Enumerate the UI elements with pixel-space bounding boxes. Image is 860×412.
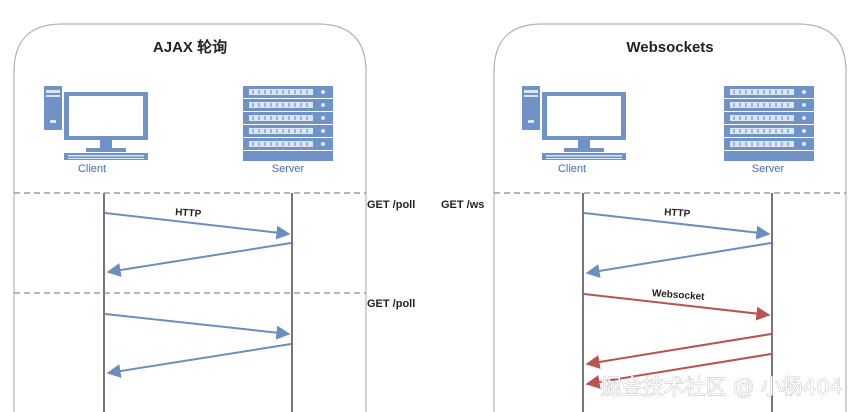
ajax-panel: AJAX 轮询 Client Server HTTP (13, 23, 367, 412)
get-ws-label: GET /ws (441, 199, 484, 211)
client-label: Client (78, 163, 106, 175)
http-response-arrow (106, 242, 292, 277)
http-message-label: HTTP (175, 207, 202, 220)
server-label: Server (272, 163, 305, 175)
http-request-arrow-2 (104, 313, 291, 340)
http-response-arrow-2 (106, 343, 292, 378)
ajax-panel-frame (13, 23, 367, 412)
websockets-panel-frame (493, 23, 847, 412)
ws-message-arrow-2 (585, 333, 772, 369)
client-label-ws: Client (558, 163, 586, 175)
websocket-message-label: Websocket (652, 288, 706, 303)
ws-http-request-arrow (583, 212, 771, 240)
server-rack-icon (242, 85, 334, 162)
get-poll-label-1: GET /poll (367, 199, 415, 211)
watermark-text: 掘金技术社区 @ 小杨404 (601, 375, 843, 399)
ajax-panel-title: AJAX 轮询 (153, 38, 227, 56)
ws-message-arrow-1 (583, 293, 771, 321)
websockets-panel: Websockets Client Server HTTP Websocket (493, 23, 847, 412)
client-computer-icon-ws (522, 86, 626, 160)
server-label-ws: Server (752, 163, 785, 175)
websockets-panel-title: Websockets (626, 39, 713, 56)
ws-http-response-arrow (585, 242, 772, 278)
http-request-arrow (104, 212, 291, 240)
ws-message-arrow-3 (585, 353, 772, 389)
server-rack-icon-ws (723, 85, 815, 162)
get-poll-label-2: GET /poll (367, 298, 415, 310)
client-computer-icon (44, 86, 148, 160)
http-message-label-ws: HTTP (664, 207, 691, 220)
